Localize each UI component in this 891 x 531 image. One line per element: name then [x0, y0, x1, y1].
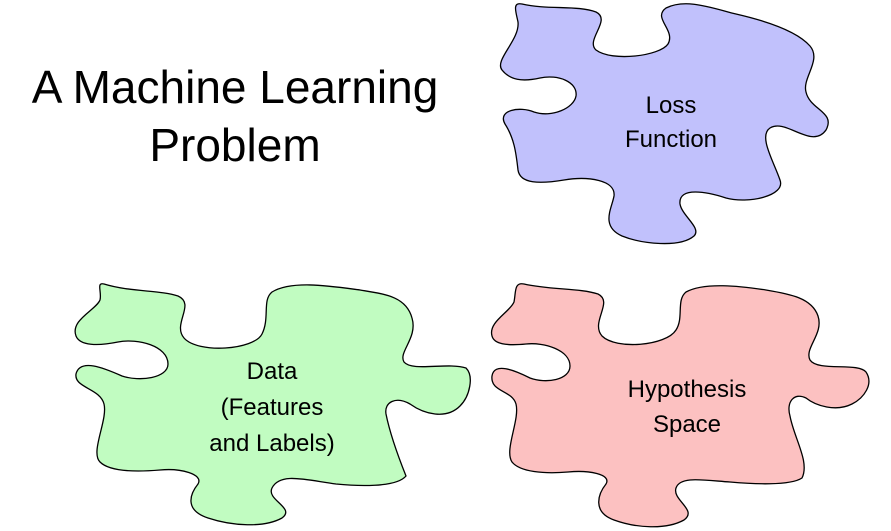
data-features-labels-piece: Data (Features and Labels) [74, 283, 471, 526]
diagram-title: A Machine Learning Problem [32, 61, 439, 171]
hypothesis-label-line-2: Space [653, 411, 721, 438]
hypothesis-space-piece: Hypothesis Space [490, 283, 870, 528]
data-label-line-3: and Labels) [209, 430, 334, 457]
title-line-2: Problem [149, 119, 320, 171]
data-piece-shape [74, 283, 471, 526]
loss-function-piece: Loss Function [499, 3, 829, 245]
hypothesis-piece-shape [490, 283, 870, 528]
title-line-1: A Machine Learning [32, 61, 439, 113]
data-label-line-1: Data [247, 358, 298, 385]
loss-function-piece-shape [499, 3, 829, 245]
hypothesis-label-line-1: Hypothesis [628, 376, 747, 403]
loss-function-label-line-2: Function [625, 126, 717, 153]
loss-function-label-line-1: Loss [646, 92, 697, 119]
data-label-line-2: (Features [221, 394, 324, 421]
